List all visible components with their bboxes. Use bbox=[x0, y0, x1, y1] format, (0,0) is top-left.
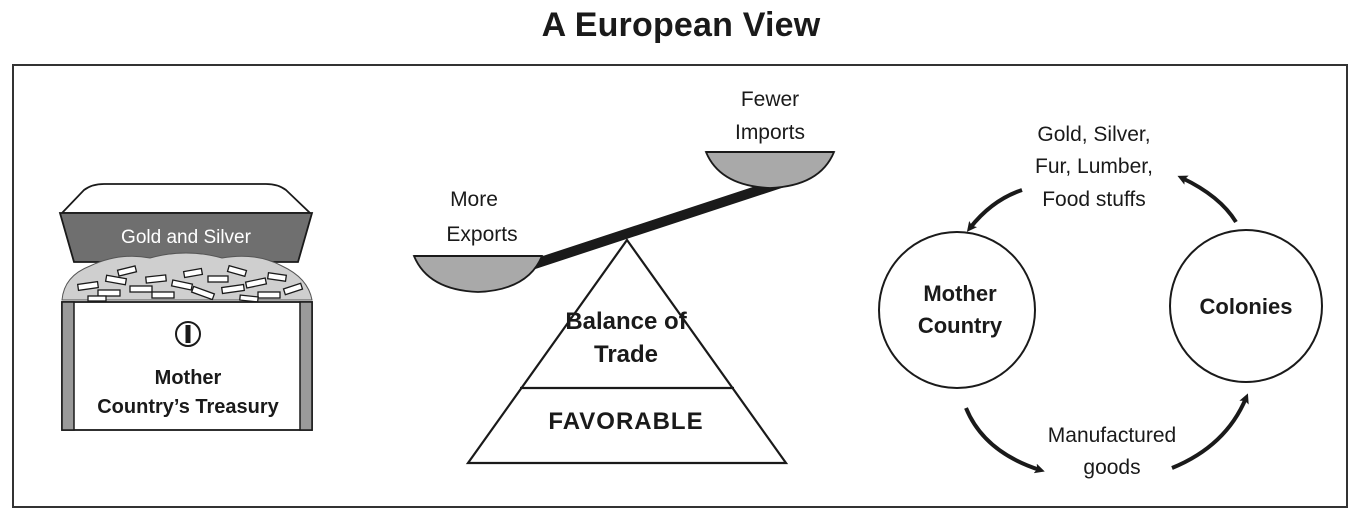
left-pan-label-line1: More bbox=[450, 188, 498, 211]
mother-country-label-line1: Mother bbox=[923, 281, 997, 306]
raw-materials-arrow-left bbox=[966, 188, 1023, 232]
left-pan-label-line2: Exports bbox=[446, 223, 517, 246]
raw-materials-label-line3: Food stuffs bbox=[1042, 188, 1146, 211]
manufactured-goods-label-line1: Manufactured bbox=[1048, 424, 1176, 447]
treasury-name-line1: Mother bbox=[155, 367, 222, 389]
gold-bars bbox=[76, 264, 304, 303]
diagram-frame bbox=[12, 64, 1348, 508]
fulcrum-label-line2: Trade bbox=[594, 341, 658, 368]
keyhole-slot bbox=[185, 325, 191, 343]
chest-lid-top bbox=[59, 183, 313, 214]
chest-left-post bbox=[61, 301, 75, 431]
lid-label: Gold and Silver bbox=[121, 227, 252, 248]
fulcrum-label-line1: Balance of bbox=[565, 308, 687, 335]
fulcrum-base-label: FAVORABLE bbox=[548, 408, 703, 435]
right-pan-label-line1: Fewer bbox=[741, 88, 799, 111]
balance-scale: Balance of Trade FAVORABLE More Exports … bbox=[412, 88, 836, 465]
manufactured-goods-arrow-left bbox=[964, 407, 1045, 474]
mother-country-label-line2: Country bbox=[918, 313, 1003, 338]
colonies-circle bbox=[1169, 229, 1323, 383]
treasury-chest: Gold and Silver bbox=[58, 183, 314, 431]
manufactured-goods-arrow-right bbox=[1171, 393, 1249, 470]
chest-right-post bbox=[299, 301, 313, 431]
scale-beam bbox=[493, 175, 795, 281]
manufactured-goods-label-line2: goods bbox=[1083, 456, 1140, 479]
left-pan bbox=[412, 255, 544, 293]
trade-cycle: Mother Country Colonies Gold, Silver, Fu… bbox=[878, 123, 1323, 479]
right-pan bbox=[704, 151, 836, 189]
mother-country-circle bbox=[878, 231, 1036, 389]
fulcrum-triangle bbox=[465, 238, 789, 465]
colonies-label: Colonies bbox=[1200, 294, 1293, 319]
chest-lid-band bbox=[58, 212, 314, 263]
treasury-name-line2: Country’s Treasury bbox=[97, 396, 279, 418]
page-title: A European View bbox=[541, 6, 821, 44]
raw-materials-label-line1: Gold, Silver, bbox=[1037, 123, 1150, 146]
raw-materials-arrow-right bbox=[1177, 175, 1238, 224]
right-pan-label-line2: Imports bbox=[735, 121, 805, 144]
raw-materials-label-line2: Fur, Lumber, bbox=[1035, 155, 1153, 178]
